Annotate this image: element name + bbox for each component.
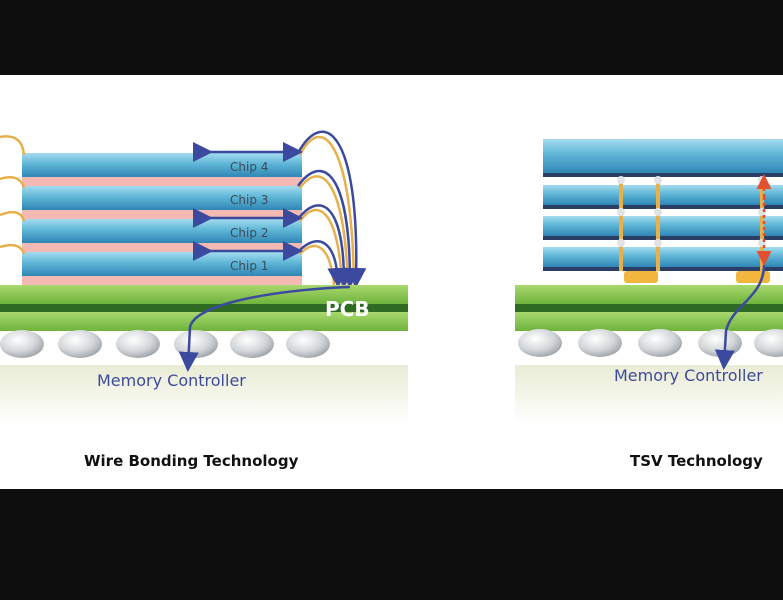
floor-shadow [0,365,408,425]
tsv-diagram [515,139,783,425]
diagram-panel: Chip 4 Chip 3 Chip 2 Chip 1 PCB Memory C… [0,75,783,489]
packaging-diagram [0,130,783,425]
die-edge [543,173,783,177]
micro-bump [736,271,770,283]
pcb-label: PCB [325,297,370,321]
gold-wires-left [0,135,26,255]
pcb-bottom [0,312,408,331]
tsv-die-top [543,139,783,173]
pcb-core [0,304,408,312]
tsv-die [543,216,783,236]
pcb-core [515,304,783,312]
memory-controller-label: Memory Controller [614,366,763,385]
tsv-die [543,185,783,205]
die-edge [543,236,783,240]
tsv-caption: TSV Technology [630,452,763,470]
die-edge [543,267,783,271]
controller-path [178,285,351,372]
wire-bonding-diagram [0,130,408,425]
solder-balls-left [0,330,330,358]
chip-label: Chip 3 [230,193,269,207]
chip-arrows [193,142,303,261]
die-edge [543,205,783,209]
spacer [22,177,302,186]
chip-label: Chip 4 [230,160,269,174]
chip-3 [22,186,302,210]
pcb-top [515,285,783,304]
chip-label: Chip 1 [230,259,269,273]
chip-label: Chip 2 [230,226,269,240]
signal-arcs [296,130,367,288]
wire-bonding-caption: Wire Bonding Technology [84,452,299,470]
solder-balls-right [518,329,783,357]
spacer [22,243,302,252]
floor-shadow [515,365,783,425]
spacer [22,276,302,285]
controller-path [714,264,766,370]
micro-bump [624,271,658,283]
spacer [22,210,302,219]
memory-controller-label: Memory Controller [97,371,246,390]
pcb-bottom [515,312,783,331]
tsv-die [543,247,783,267]
